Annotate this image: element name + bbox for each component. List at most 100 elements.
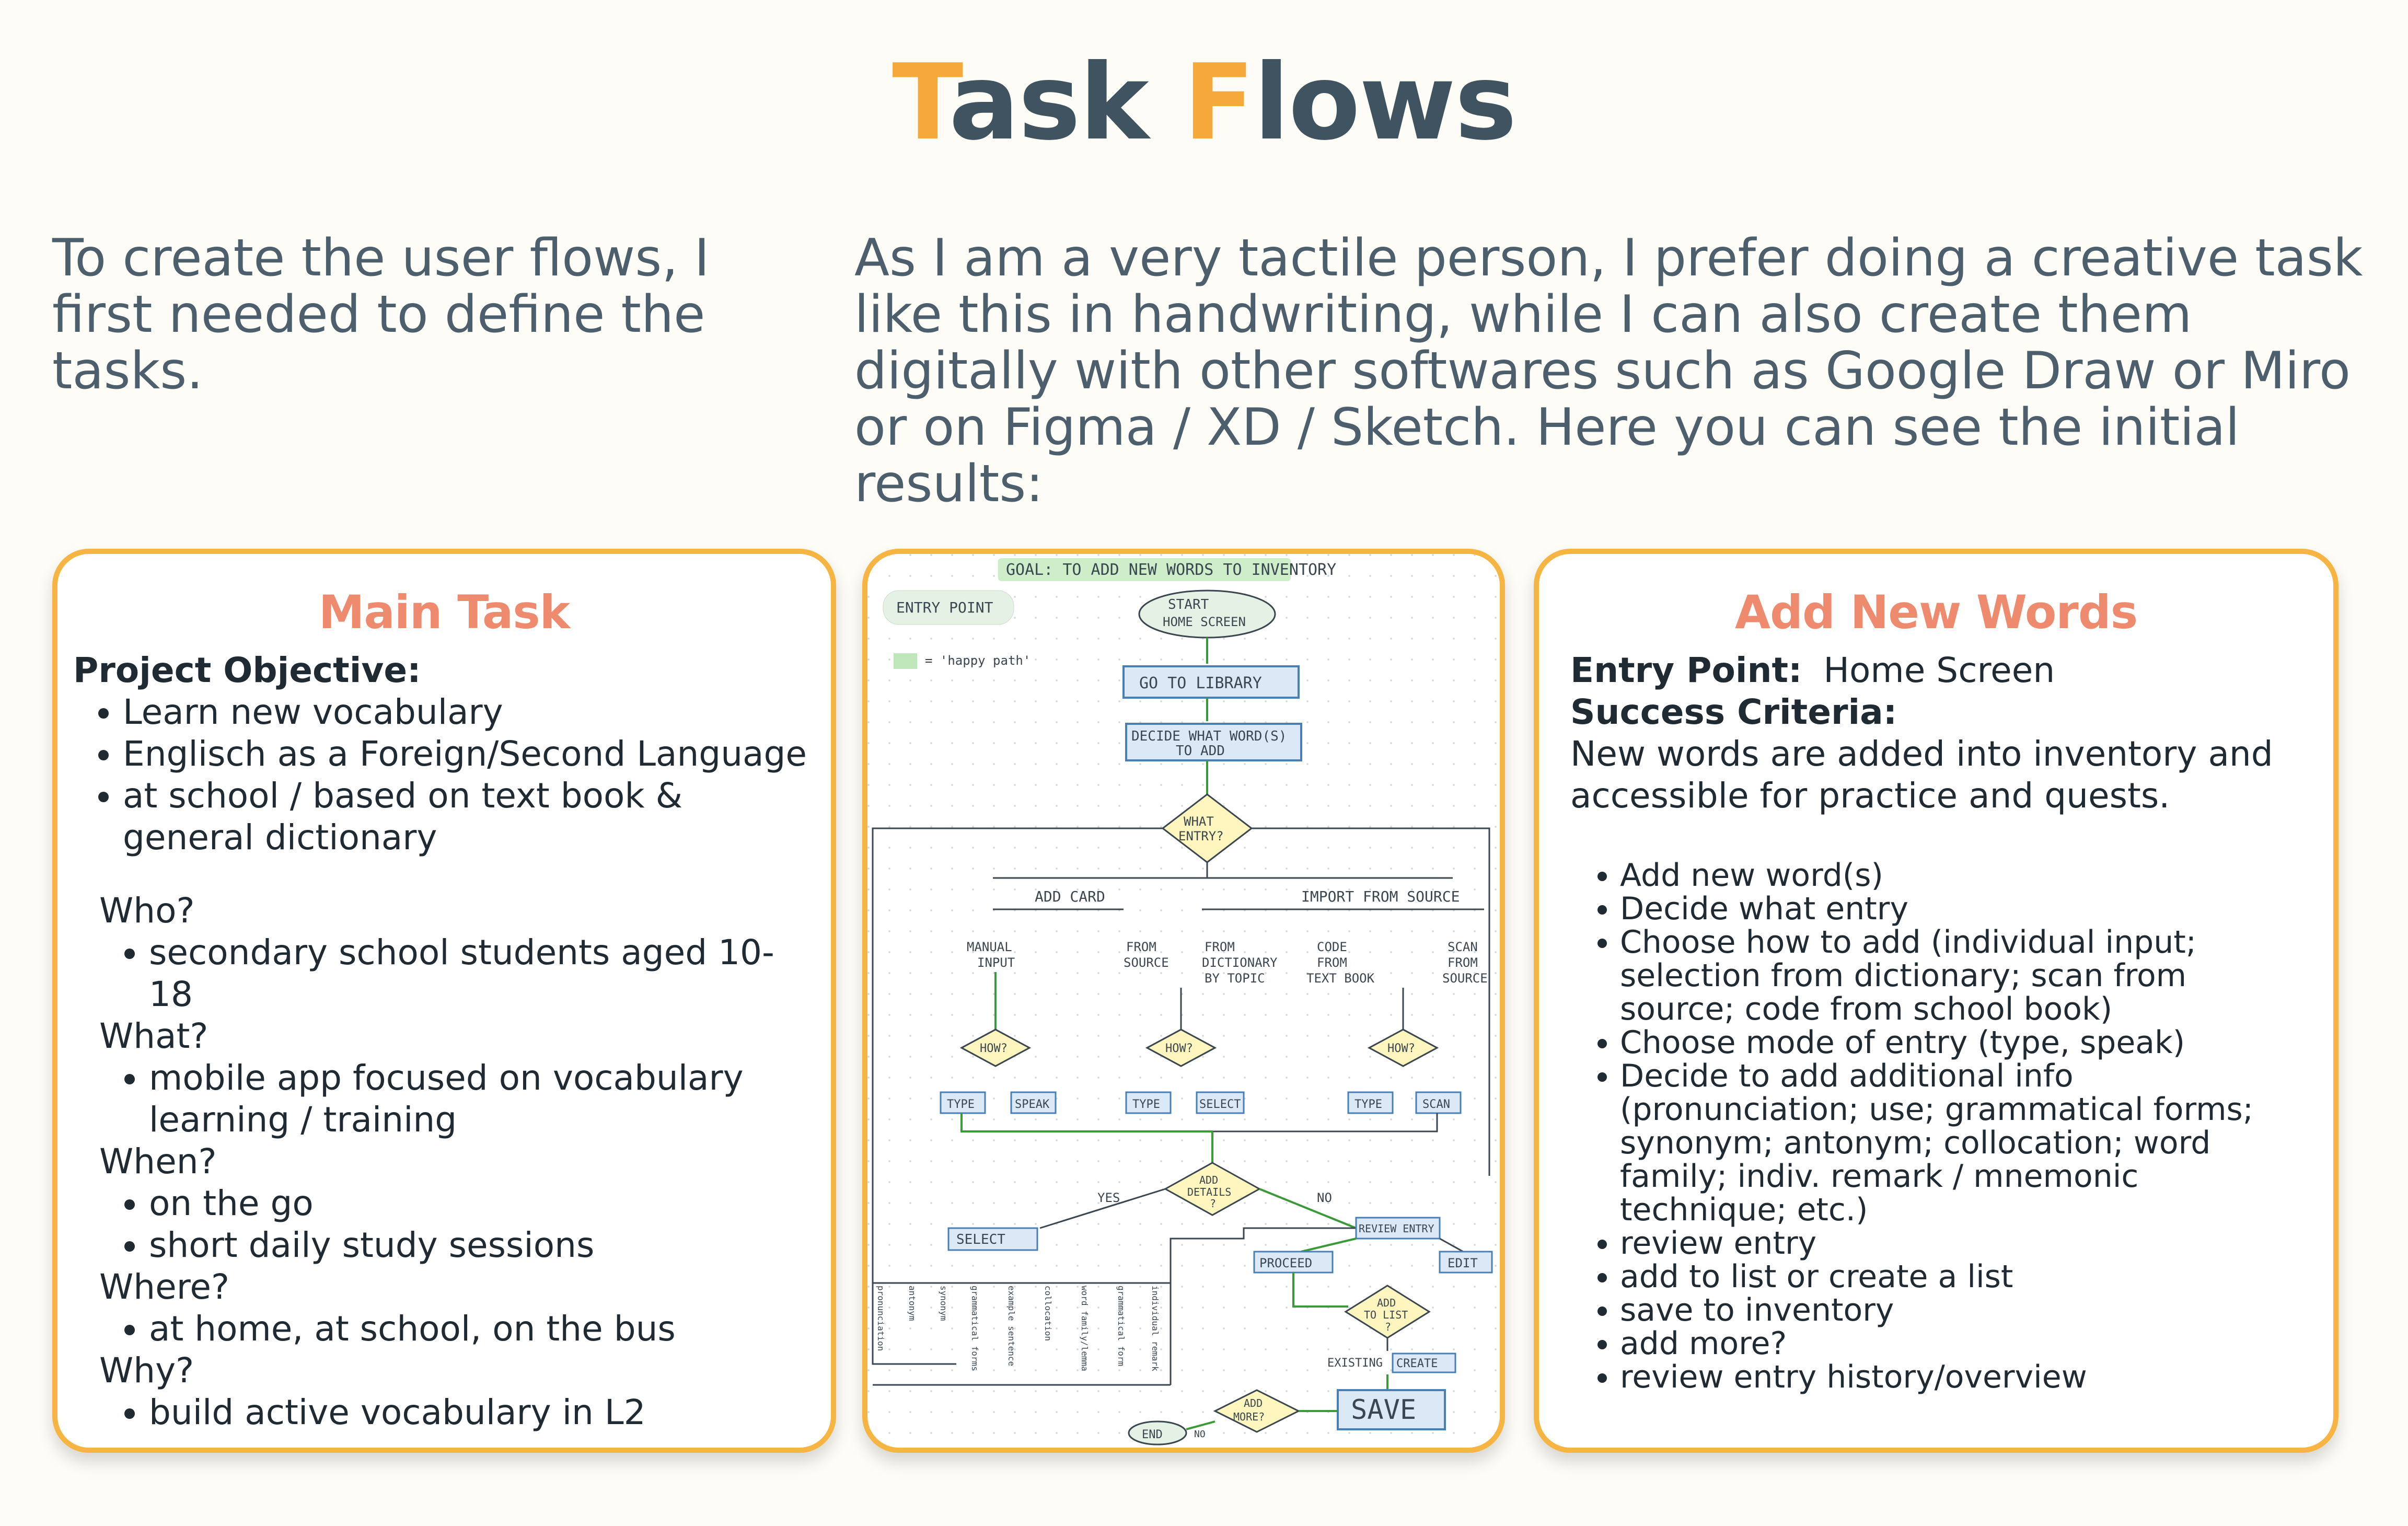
title-letter-t: T xyxy=(892,42,950,164)
review-entry-box xyxy=(1355,1217,1441,1240)
from-dict-label: FROM xyxy=(1205,940,1235,954)
decide-words-node xyxy=(1125,723,1302,761)
how-decision xyxy=(959,1028,1032,1067)
end-node xyxy=(1128,1420,1187,1446)
speak-label: SPEAK xyxy=(1015,1098,1050,1111)
how-label: HOW? xyxy=(1165,1042,1193,1055)
by-topic-label: BY TOPIC xyxy=(1205,971,1265,986)
select-details-label: SELECT xyxy=(956,1232,1005,1247)
review-entry-label: REVIEW ENTRY xyxy=(1359,1222,1434,1235)
code-label: CODE xyxy=(1317,940,1347,954)
save-label: SAVE xyxy=(1351,1394,1416,1426)
list-item: review entry xyxy=(1620,1227,2302,1260)
who-section: Who? secondary school students aged 10-1… xyxy=(99,890,815,1433)
proceed-label: PROCEED xyxy=(1259,1256,1312,1270)
details-label: DETAILS xyxy=(1187,1186,1231,1198)
to-add-label: TO ADD xyxy=(1176,743,1225,759)
more-label: MORE? xyxy=(1233,1411,1265,1423)
input-label: INPUT xyxy=(977,955,1015,970)
entry-label: ENTRY? xyxy=(1178,829,1224,843)
list-item: add more? xyxy=(1620,1327,2302,1360)
manual-label: MANUAL xyxy=(967,940,1012,954)
happy-path-edge xyxy=(1259,1188,1357,1229)
objective-list: Learn new vocabulary Englisch as a Forei… xyxy=(73,691,815,859)
main-task-title: Main Task xyxy=(318,585,570,639)
select-box xyxy=(1196,1091,1245,1114)
list-item: Choose mode of entry (type, speak) xyxy=(1620,1026,2302,1059)
list-item: save to inventory xyxy=(1620,1293,2302,1327)
create-box xyxy=(1392,1352,1456,1373)
add-more-decision xyxy=(1213,1389,1301,1433)
flowchart-card: GOAL: TO ADD NEW WORDS TO INVENTORY ENTR… xyxy=(862,549,1505,1453)
add-new-words-content: Entry Point: Home Screen Success Criteri… xyxy=(1539,650,2333,1394)
list-item: Decide to add additional info (pronuncia… xyxy=(1620,1059,2302,1227)
how-label: HOW? xyxy=(1387,1042,1415,1055)
scan-from-label: FROM xyxy=(1448,955,1478,970)
list-item: Englisch as a Foreign/Second Language xyxy=(123,733,815,775)
list-item: add to list or create a list xyxy=(1620,1260,2302,1293)
type-box xyxy=(1125,1091,1172,1114)
dictionary-label: DICTIONARY xyxy=(1202,955,1278,970)
edge xyxy=(1439,1238,1464,1253)
objective-heading: Project Objective: xyxy=(73,650,421,690)
home-screen-label: HOME SCREEN xyxy=(1163,615,1246,629)
detail-option: example sentence xyxy=(1006,1286,1016,1366)
loop-edge xyxy=(1252,827,1490,1176)
list-item: at home, at school, on the bus xyxy=(149,1308,815,1350)
detail-options: pronunciation antonym synonym grammatica… xyxy=(876,1286,1160,1371)
decide-words-label: DECIDE WHAT WORD(S) xyxy=(1131,729,1287,744)
happy-path-edge xyxy=(1186,1420,1215,1430)
scan-box xyxy=(1415,1091,1462,1114)
detail-option: antonym xyxy=(907,1286,917,1321)
detail-option: grammatical form xyxy=(1116,1286,1126,1366)
happy-path-swatch xyxy=(894,653,917,669)
scan-label-box: SCAN xyxy=(1422,1098,1450,1111)
existing-label: EXISTING xyxy=(1327,1357,1383,1370)
loop-edge xyxy=(872,827,1163,1365)
success-criteria-heading: Success Criteria: xyxy=(1570,692,1897,732)
detail-option: pronunciation xyxy=(876,1286,886,1351)
type-label: TYPE xyxy=(1132,1098,1160,1111)
happy-path-label: = 'happy path' xyxy=(925,653,1031,668)
entry-point-value: Home Screen xyxy=(1823,650,2055,690)
list-item: review entry history/overview xyxy=(1620,1360,2302,1394)
intro-left-text: To create the user flows, I first needed… xyxy=(52,228,710,401)
main-task-card: Main Task Project Objective: Learn new v… xyxy=(52,549,836,1453)
list-item: Add new word(s) xyxy=(1620,859,2302,892)
title-letter-f: F xyxy=(1183,42,1255,164)
title-part-ask: ask xyxy=(948,42,1184,164)
from-label: FROM xyxy=(1126,940,1156,954)
goal-label: GOAL: TO ADD NEW WORDS TO INVENTORY xyxy=(1006,561,1336,579)
what-label: WHAT xyxy=(1184,814,1214,829)
why-heading: Why? xyxy=(99,1350,194,1391)
yes-label: YES xyxy=(1097,1190,1120,1205)
edit-label: EDIT xyxy=(1448,1256,1478,1270)
where-heading: Where? xyxy=(99,1267,230,1307)
how-decision xyxy=(1145,1028,1217,1067)
edge xyxy=(1039,1188,1166,1229)
go-to-library-node xyxy=(1122,665,1300,699)
import-source-label: IMPORT FROM SOURCE xyxy=(1301,888,1460,905)
type-box xyxy=(1347,1091,1394,1114)
success-criteria-text: New words are added into inventory and a… xyxy=(1570,734,2273,816)
happy-path-edge xyxy=(960,1113,1212,1132)
entry-point-legend xyxy=(883,590,1014,625)
scan-source-label: SOURCE xyxy=(1442,971,1488,986)
flowchart-sketch: GOAL: TO ADD NEW WORDS TO INVENTORY ENTR… xyxy=(867,554,1500,1448)
scan-label: SCAN xyxy=(1448,940,1478,954)
start-label: START xyxy=(1168,597,1209,612)
steps-list: Add new word(s) Decide what entry Choose… xyxy=(1570,859,2302,1394)
source-label: SOURCE xyxy=(1124,955,1169,970)
list-item: Learn new vocabulary xyxy=(123,691,815,733)
add-details-decision xyxy=(1163,1162,1261,1216)
add-label: ADD xyxy=(1199,1174,1218,1186)
details-q-label: ? xyxy=(1210,1197,1216,1210)
select-details-box xyxy=(947,1227,1038,1251)
intro-right-text: As I am a very tactile person, I prefer … xyxy=(854,228,2363,514)
when-heading: When? xyxy=(99,1141,217,1182)
speak-box xyxy=(1010,1091,1057,1114)
entry-point-heading: Entry Point: xyxy=(1570,650,1802,690)
edge xyxy=(1212,1113,1438,1132)
to-list-label: TO LIST xyxy=(1364,1309,1408,1321)
detail-option: grammatical forms xyxy=(970,1286,980,1371)
